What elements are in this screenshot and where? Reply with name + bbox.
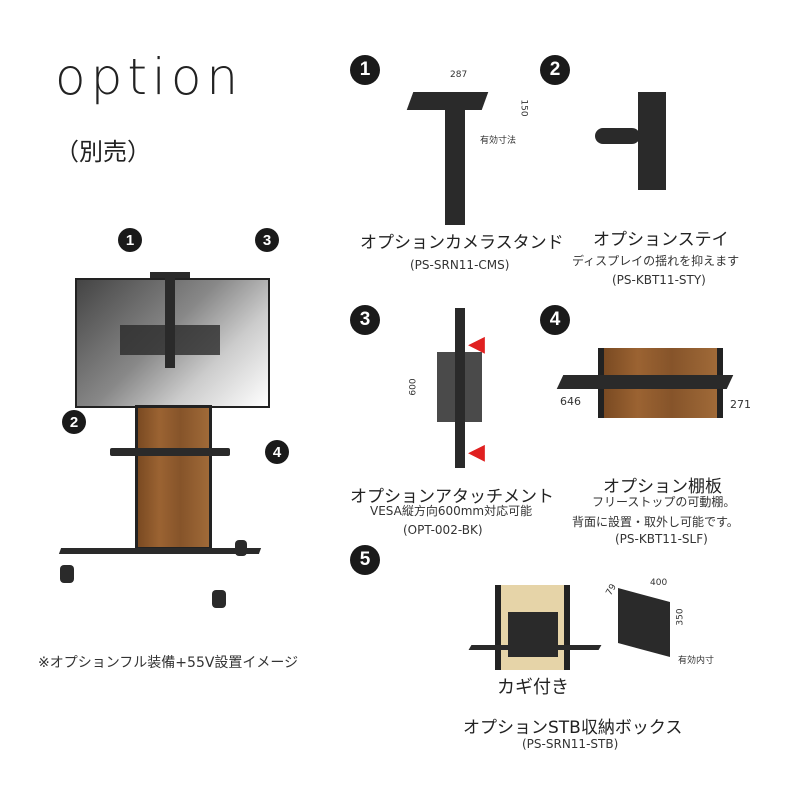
option-3-model: (OPT-002-BK) [403,523,483,537]
page-title: option [55,48,244,106]
full-setup-image [40,220,300,620]
camera-stand-image [406,92,489,110]
dim-height: 600 [408,378,419,396]
arrow-icon: ◀ [468,440,485,465]
dim-width: 287 [450,70,468,80]
option-5-description: カギ付き [497,677,569,698]
marker-3: 3 [255,228,279,252]
option-2-model: (PS-KBT11-STY) [612,273,706,287]
dim-width: 400 [650,578,668,588]
main-caption: ※オプションフル装備+55V設置イメージ [38,655,299,671]
option-2-number: 2 [540,55,570,85]
option-4-model: (PS-KBT11-SLF) [615,532,708,546]
dim-depth: 271 [730,398,751,411]
option-1-model: (PS-SRN11-CMS) [410,258,510,272]
option-4-description: フリーストップの可動棚。 [592,495,736,509]
dim-note: 有効内寸 [678,656,715,666]
option-1-name: オプションカメラスタンド [360,233,564,253]
option-5-name: オプションSTB収納ボックス [463,718,683,738]
option-3-description: VESA縦方向600mm対応可能 [370,504,533,518]
option-2-name: オプションステイ [593,230,729,250]
option-3-name: オプションアタッチメント [350,487,554,507]
dim-depth: 150 [518,99,529,117]
dim-width: 646 [560,395,581,408]
marker-1: 1 [118,228,142,252]
option-4-number: 4 [540,305,570,335]
dim-height: 350 [675,608,686,626]
option-1-number: 1 [350,55,380,85]
marker-2: 2 [62,410,86,434]
dim-note: 有効寸法 [480,136,517,146]
option-5-model: (PS-SRN11-STB) [522,737,619,751]
marker-4: 4 [265,440,289,464]
option-3-number: 3 [350,305,380,335]
page-subtitle: （別売） [55,138,151,166]
stb-box-image [618,588,670,657]
option-5-number: 5 [350,545,380,575]
option-4-description-2: 背面に設置・取外し可能です。 [572,515,739,529]
dim-depth: 79 [604,582,619,598]
arrow-icon: ◀ [468,332,485,357]
option-4-name: オプション棚板 [603,477,722,497]
stay-image [638,92,666,190]
option-2-description: ディスプレイの揺れを抑えます [572,254,740,268]
